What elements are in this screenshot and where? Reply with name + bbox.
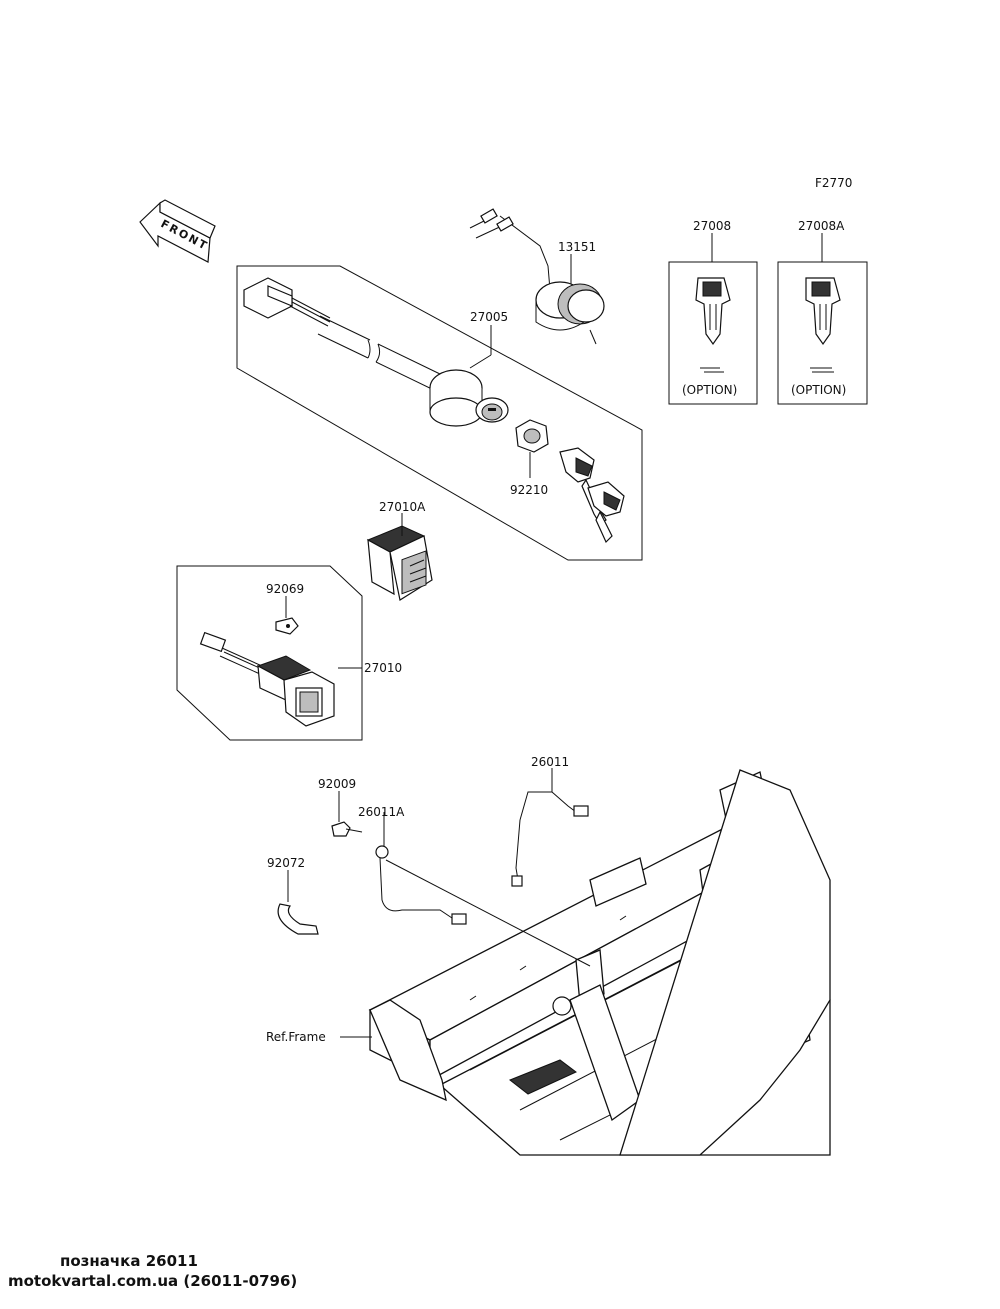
frame bbox=[368, 769, 831, 1156]
part-number-27008: 27008 bbox=[693, 219, 731, 233]
part-number-92009: 92009 bbox=[318, 777, 356, 791]
ignition-switch-27005 bbox=[429, 369, 509, 427]
part-number-26011A: 26011A bbox=[358, 805, 405, 819]
key-card-27008: (OPTION) bbox=[668, 261, 758, 405]
part-number-27010: 27010 bbox=[364, 661, 402, 675]
figure-code: F2770 bbox=[815, 176, 852, 190]
source-text: motokvartal.com.ua (26011-0796) bbox=[8, 1272, 298, 1290]
option-label: (OPTION) bbox=[682, 383, 737, 397]
harness-26011 bbox=[511, 791, 589, 887]
part-number-13151: 13151 bbox=[558, 240, 596, 254]
part-number-92210: 92210 bbox=[510, 483, 548, 497]
part-number-92072: 92072 bbox=[267, 856, 305, 870]
part-number-92069: 92069 bbox=[266, 582, 304, 596]
ref-frame-label: Ref.Frame bbox=[266, 1030, 326, 1044]
switch-27010A bbox=[366, 525, 433, 601]
switch-27010 bbox=[199, 631, 335, 727]
ignition-keys bbox=[559, 447, 625, 544]
caption-text: позначка 26011 bbox=[60, 1252, 198, 1270]
harness-26011A bbox=[331, 821, 467, 925]
part-number-27008A: 27008A bbox=[798, 219, 845, 233]
parts-diagram: F2770 FRONT bbox=[139, 176, 868, 1156]
switch-cap-13151 bbox=[469, 208, 605, 345]
part-number-27005: 27005 bbox=[470, 310, 508, 324]
ignition-connector bbox=[243, 277, 331, 327]
key-card-27008A: (OPTION) bbox=[777, 261, 868, 405]
ignition-kit-outline bbox=[236, 265, 643, 561]
part-number-27010A: 27010A bbox=[379, 500, 426, 514]
option-label: (OPTION) bbox=[791, 383, 846, 397]
nut-92210 bbox=[515, 419, 549, 453]
strap-92072 bbox=[277, 903, 319, 935]
clip-92069 bbox=[275, 617, 299, 635]
part-number-26011: 26011 bbox=[531, 755, 569, 769]
front-arrow: FRONT bbox=[139, 199, 216, 263]
switch-kit-outline bbox=[176, 565, 363, 741]
